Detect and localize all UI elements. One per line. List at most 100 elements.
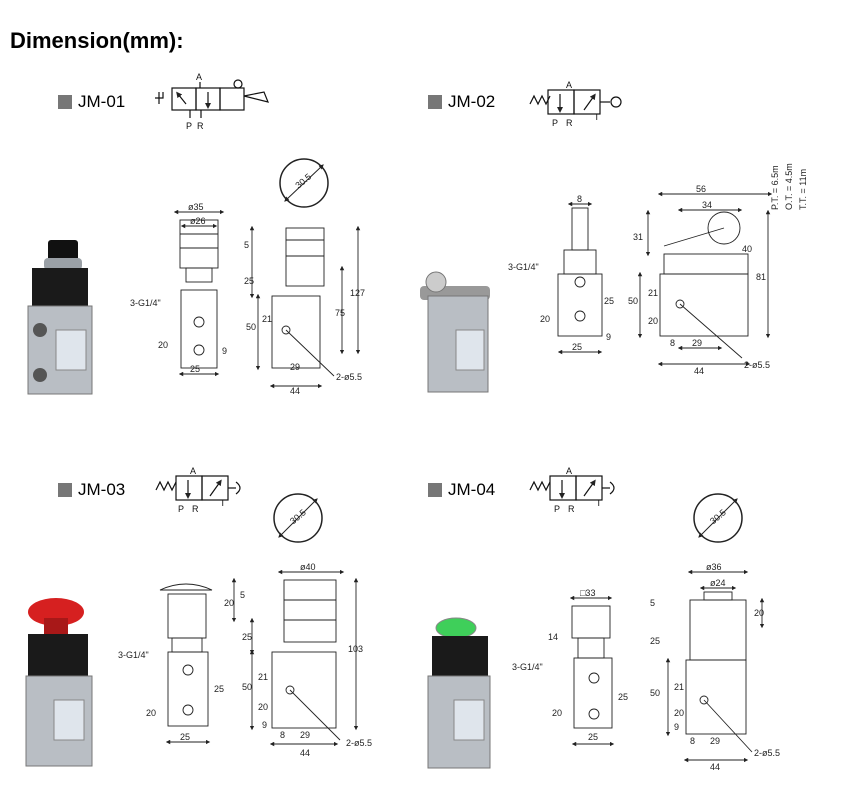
jm01-hex-view [279,158,329,208]
dim-h6: 21 [258,672,268,682]
dim-h7: 20 [648,316,658,326]
dim-h7: 20 [674,708,684,718]
jm04-hex-view [693,493,743,543]
model-name: JM-01 [78,92,126,111]
dim-h3: 81 [756,272,766,282]
port-r-label: R [192,504,199,514]
dim-w5: 29 [692,338,702,348]
bullet-square-icon [428,483,442,497]
port-p-label: P [178,504,184,514]
dim-w2: 29 [290,362,300,372]
port-spec-label: 3-G1/4" [118,650,149,660]
dim-h1: 20 [224,598,234,608]
dim-h4: 103 [348,644,363,654]
jm03-hex-view [273,493,323,543]
jm02-product-photo [420,271,490,393]
port-r-label: R [197,121,204,131]
dim-w2: 8 [280,730,285,740]
hole-spec-label: 2-ø5.5 [754,748,780,758]
port-spec-label: 3-G1/4" [130,298,161,308]
model-name: JM-02 [448,92,496,111]
dim-h3: 25 [242,632,252,642]
dim-h4: 25 [604,296,614,306]
dim-h4: 25 [650,636,660,646]
jm04-side-view [569,595,615,747]
dim-h6: 21 [674,682,684,692]
dim-w3: 29 [300,730,310,740]
model-name: JM-04 [448,480,496,499]
dim-h7: 20 [158,340,168,350]
ot-spec: O.T. = 4.5m [784,163,794,210]
jm02-valve-symbol [529,89,622,115]
dim-h3: 14 [548,632,558,642]
jm01-product-photo [27,240,93,395]
dim-h2: 25 [244,276,254,286]
bullet-square-icon [428,95,442,109]
model-label-jm02: JM-02 [428,92,495,112]
jm03-front-view [231,569,359,747]
jm04-product-photo [427,617,491,769]
dim-h5: 50 [242,682,252,692]
dim-w4: 8 [670,338,675,348]
dim-h2: 40 [742,244,752,254]
dim-h2: 20 [754,608,764,618]
dim-h6: 21 [262,314,272,324]
dim-h8: 9 [606,332,611,342]
dim-h8: 9 [222,346,227,356]
dim-h9: 25 [214,684,224,694]
hole-spec-label: 2-ø5.5 [346,738,372,748]
jm04-front-view [665,569,765,763]
dim-h1: 31 [633,232,643,242]
port-a-label: A [196,72,202,82]
dim-h7: 20 [258,702,268,712]
dim-w3: 44 [290,386,300,396]
tt-spec: T.T. = 11m [798,169,808,210]
dim-w2: 34 [702,200,712,210]
jm03-valve-symbol [155,475,241,501]
dim-sq: □33 [580,588,595,598]
port-t-label: T [596,498,602,508]
jm03-product-photo [25,598,93,767]
jm01-valve-symbol [155,79,269,118]
dim-h8: 9 [262,720,267,730]
dim-h1: 5 [650,598,655,608]
dim-h9: 20 [540,314,550,324]
jm04-valve-symbol [529,475,615,501]
jm01-front-view [249,225,361,389]
dim-w1: 25 [588,732,598,742]
port-r-label: R [566,118,573,128]
port-p-label: P [554,504,560,514]
dim-d1: ø35 [188,202,204,212]
dim-d2: ø26 [190,216,206,226]
jm01-side-view [173,209,225,377]
port-a-label: A [190,466,196,476]
bullet-square-icon [58,95,72,109]
model-name: JM-03 [78,480,126,499]
dim-h10: 20 [552,708,562,718]
model-label-jm03: JM-03 [58,480,125,500]
port-t-label: T [220,498,226,508]
dim-w1: 56 [696,184,706,194]
port-a-label: A [566,466,572,476]
dim-w4: 44 [710,762,720,772]
dim-h5: 50 [650,688,660,698]
dim-w6: 44 [694,366,704,376]
dim-h1: 5 [244,240,249,250]
port-r-label: R [568,504,575,514]
dim-w1: 25 [190,364,200,374]
dim-w3: 25 [572,342,582,352]
jm02-front-view [637,191,773,367]
port-spec-label: 3-G1/4" [508,262,539,272]
dim-h5: 50 [246,322,256,332]
dim-h9: 25 [618,692,628,702]
dim-w0: 8 [577,194,582,204]
dim-h10: 20 [146,708,156,718]
port-p-label: P [186,121,192,131]
page-title: Dimension(mm): [10,28,184,53]
bullet-square-icon [58,483,72,497]
dim-d1: ø40 [300,562,316,572]
dim-h8: 9 [674,722,679,732]
hex-label: 30.5 [708,507,728,526]
dim-w2: 8 [690,736,695,746]
port-spec-label: 3-G1/4" [512,662,543,672]
